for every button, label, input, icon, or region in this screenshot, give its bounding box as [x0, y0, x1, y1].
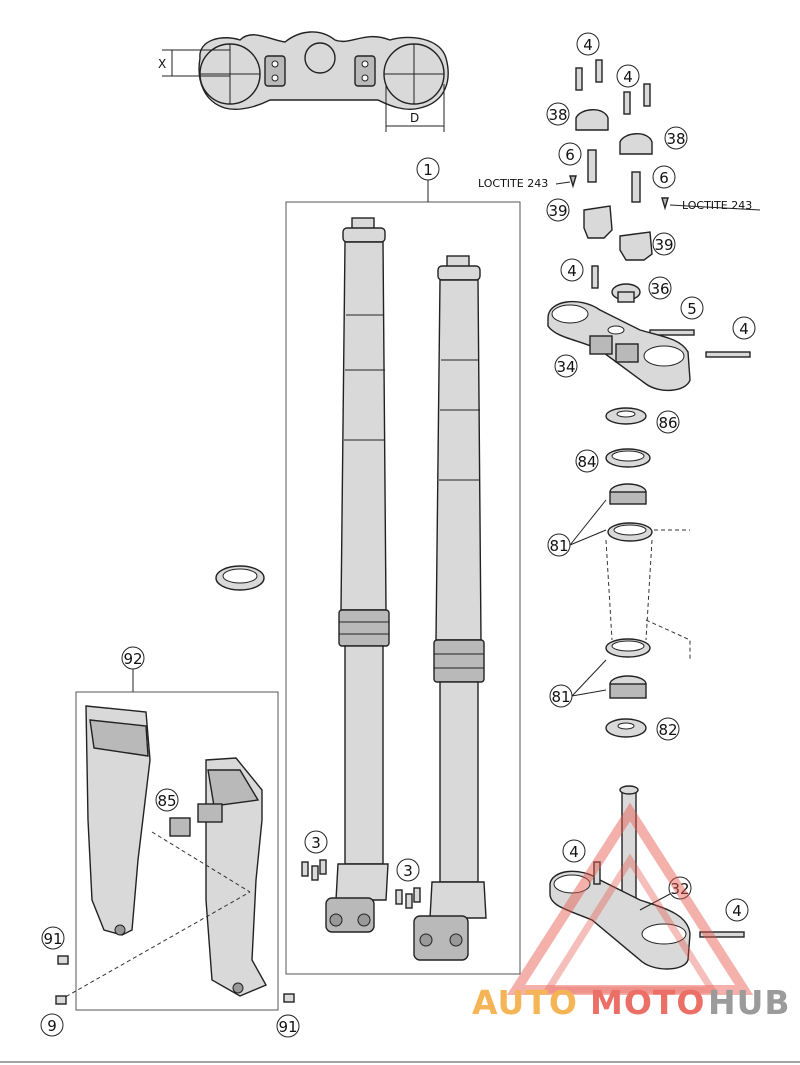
callout-screw-4-top-right: 4	[623, 68, 633, 86]
dimension-d-label: D	[410, 111, 419, 125]
screw-91-right	[283, 993, 295, 1003]
watermark-hub: HUB	[708, 983, 791, 1022]
fork-guard-group: 92 85 91 9 91	[40, 646, 300, 1038]
automotohub-watermark: AUTO MOTO HUB	[472, 802, 791, 1022]
callout-washer-86: 86	[658, 414, 677, 432]
callout-screw-9: 9	[47, 1017, 57, 1035]
screws-3-right	[395, 887, 421, 909]
bracket-85-left	[169, 817, 191, 837]
steering-group: 4 4 38 38 6 LOCTITE 243 6 LOCTITE 243 39…	[478, 32, 761, 970]
loctite-label-left: LOCTITE 243	[478, 177, 548, 190]
top-clamp-plan-view: X D	[158, 31, 449, 132]
bracket-85-right	[197, 803, 223, 823]
dimension-x-label: X	[158, 57, 166, 71]
handlebar-riser-39-right	[619, 231, 653, 261]
callout-upper-clamp-34: 34	[556, 358, 575, 376]
fork-leg-left	[325, 217, 390, 933]
callout-seal-84: 84	[577, 453, 596, 471]
handlebar-clamp-38-right	[619, 133, 653, 155]
loctite-label-right: LOCTITE 243	[682, 199, 752, 212]
callout-screws-3-left: 3	[311, 834, 321, 852]
callout-fork-guard-92: 92	[123, 650, 142, 668]
callout-screw-5: 5	[687, 300, 697, 318]
watermark-moto: MOTO	[590, 983, 705, 1022]
screw-9	[55, 995, 67, 1005]
callout-riser-39-left: 39	[548, 202, 567, 220]
callout-screw-6-right: 6	[659, 169, 669, 187]
screw-6-right	[631, 171, 641, 203]
callout-bearing-81-lower: 81	[551, 688, 570, 706]
handlebar-clamp-38-left	[575, 109, 609, 131]
callout-bearing-81-upper: 81	[549, 537, 568, 555]
watermark-auto: AUTO	[472, 983, 578, 1022]
lower-triple-clamp-32	[549, 785, 691, 970]
callout-clamp-38-left: 38	[548, 106, 567, 124]
callout-riser-39-right: 39	[654, 236, 673, 254]
callout-screw-4-lower-right: 4	[732, 902, 742, 920]
callout-screw-4-lower-left: 4	[569, 843, 579, 861]
callout-lower-clamp-32: 32	[670, 880, 689, 898]
callout-fork-1: 1	[423, 161, 433, 179]
callout-screws-3-right: 3	[403, 862, 413, 880]
callout-bracket-85: 85	[157, 792, 176, 810]
upper-triple-clamp-34	[547, 300, 691, 391]
callout-seal-82: 82	[658, 721, 677, 739]
loose-ring-nut	[215, 565, 265, 591]
callout-screw-4-top-left: 4	[583, 36, 593, 54]
fork-assembly-group: 1	[285, 157, 521, 975]
fork-leg-right	[413, 255, 487, 961]
screw-6-left	[587, 149, 597, 183]
frame-head-tube-outline	[605, 529, 691, 660]
callout-screw-4-mid: 4	[567, 262, 577, 280]
screw-91-left	[57, 955, 69, 965]
callout-screw-6-left: 6	[565, 146, 575, 164]
callout-screw-4-right: 4	[739, 320, 749, 338]
handlebar-riser-39-left	[583, 205, 613, 239]
callout-screw-91-right: 91	[278, 1018, 297, 1036]
callout-screw-91-left: 91	[43, 930, 62, 948]
callout-nut-36: 36	[650, 280, 669, 298]
callout-clamp-38-right: 38	[666, 130, 685, 148]
screws-3-left	[301, 859, 327, 881]
